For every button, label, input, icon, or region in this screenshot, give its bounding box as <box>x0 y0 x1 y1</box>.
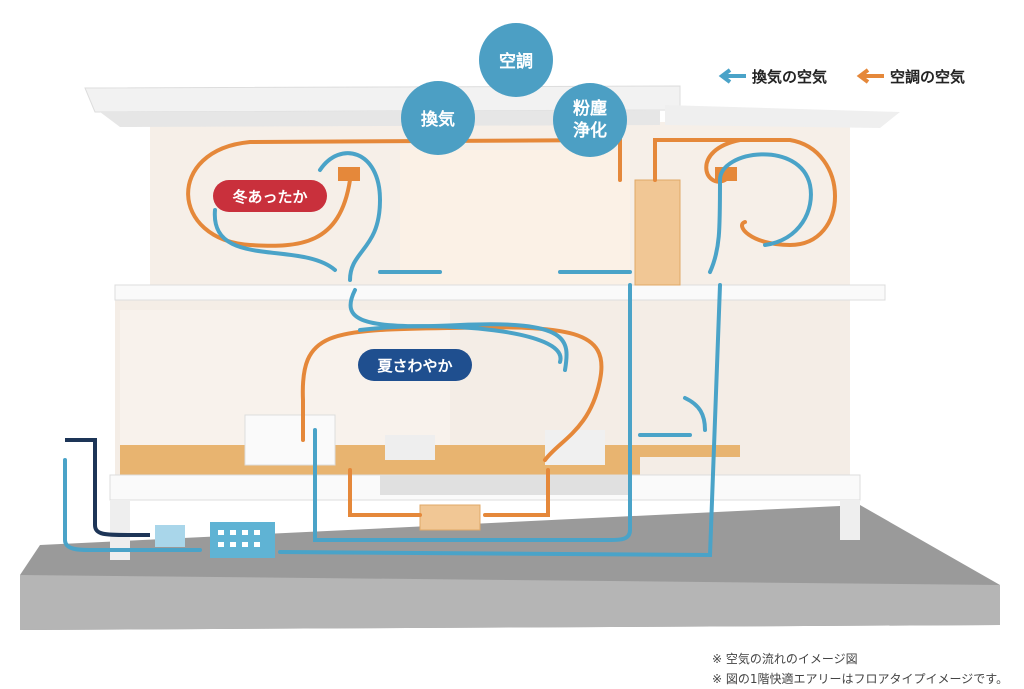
winter-badge <box>213 180 327 212</box>
ventilation-air-flows <box>63 151 813 558</box>
winter-badge-label: 冬あったか <box>232 188 307 206</box>
storage-cabinet <box>634 179 681 286</box>
dust-purification-circle <box>553 83 627 157</box>
filter-unit <box>155 525 185 547</box>
ventilation-unit <box>210 522 275 558</box>
footnote-1: ※ 空気の流れのイメージ図 <box>712 652 858 666</box>
ventilation-circle <box>401 81 475 155</box>
aircon-arrow-icon <box>856 68 884 84</box>
legend-aircon-label: 空調の空気 <box>890 68 965 86</box>
ventilation-circle-label: 換気 <box>421 109 455 130</box>
middle-floor-slab <box>114 284 886 301</box>
aircon-circle <box>479 23 553 97</box>
footnote-2: ※ 図の1階快適エアリーはフロアタイプイメージです。 <box>712 672 1009 686</box>
summer-badge <box>358 349 472 381</box>
ventilation-arrow-icon <box>718 68 746 84</box>
aircon-circle-label: 空調 <box>499 51 533 72</box>
dust-circle-label-2: 浄化 <box>573 120 607 141</box>
underfloor-ac-unit <box>419 504 481 531</box>
ac-unit-left <box>338 167 360 181</box>
legend: 換気の空気 空調の空気 <box>718 68 965 86</box>
dust-circle-label-1: 粉塵 <box>573 98 607 119</box>
kitchen-counter <box>244 414 336 466</box>
summer-badge-label: 夏さわやか <box>376 357 452 375</box>
legend-ventilation-label: 換気の空気 <box>752 68 827 86</box>
